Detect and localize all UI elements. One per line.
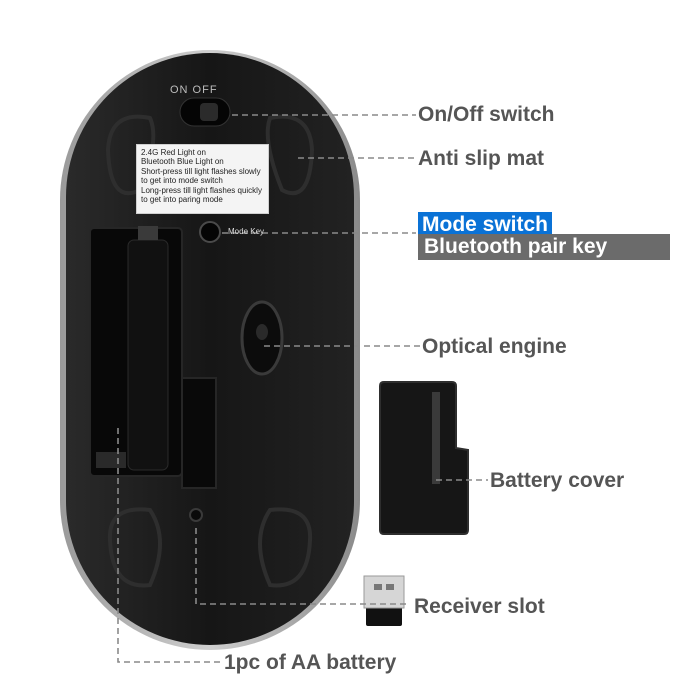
callout-anti-slip-mat: Anti slip mat <box>418 147 545 170</box>
power-switch-label: ON OFF <box>170 84 218 96</box>
battery-cover-latch <box>432 392 440 484</box>
callout-receiver-slot: Receiver slot <box>414 595 545 618</box>
instruction-sticker: 2.4G Red Light on Bluetooth Blue Light o… <box>136 144 269 214</box>
battery-cover <box>379 381 469 535</box>
mode-key-button <box>199 221 221 243</box>
mode-key-label: Mode Key <box>228 227 265 236</box>
anti-slip-pad-bottom-right <box>258 507 313 588</box>
sticker-line: Long-press till light flashes quickly <box>141 185 262 195</box>
aa-battery <box>127 239 169 471</box>
callout-aa-battery: 1pc of AA battery <box>224 651 397 674</box>
sticker-line: Bluetooth Blue Light on <box>141 157 224 167</box>
callout-on-off-switch: On/Off switch <box>418 103 555 126</box>
callout-mode-switch: Mode switch <box>418 212 553 238</box>
sticker-line: Short-press till light flashes slowly <box>141 166 261 176</box>
receiver-slot-channel <box>181 377 217 489</box>
callout-battery-cover: Battery cover <box>490 469 625 492</box>
battery-terminal <box>138 226 158 240</box>
anti-slip-pad-top-right <box>265 114 315 196</box>
callout-leaders <box>117 114 488 663</box>
callout-optical-engine: Optical engine <box>422 335 567 358</box>
usb-receiver <box>363 575 405 626</box>
sticker-line: 2.4G Red Light on <box>141 148 206 157</box>
sticker-line: to get into mode switch <box>141 176 223 186</box>
power-switch-knob <box>200 103 218 121</box>
sticker-line: to get into paring mode <box>141 195 223 205</box>
optical-lens <box>256 324 268 340</box>
screw-hole <box>189 508 203 522</box>
callout-bluetooth-pair-key: Bluetooth pair key <box>418 234 670 260</box>
anti-slip-pad-bottom-left <box>107 507 162 588</box>
battery-spring <box>96 452 126 468</box>
